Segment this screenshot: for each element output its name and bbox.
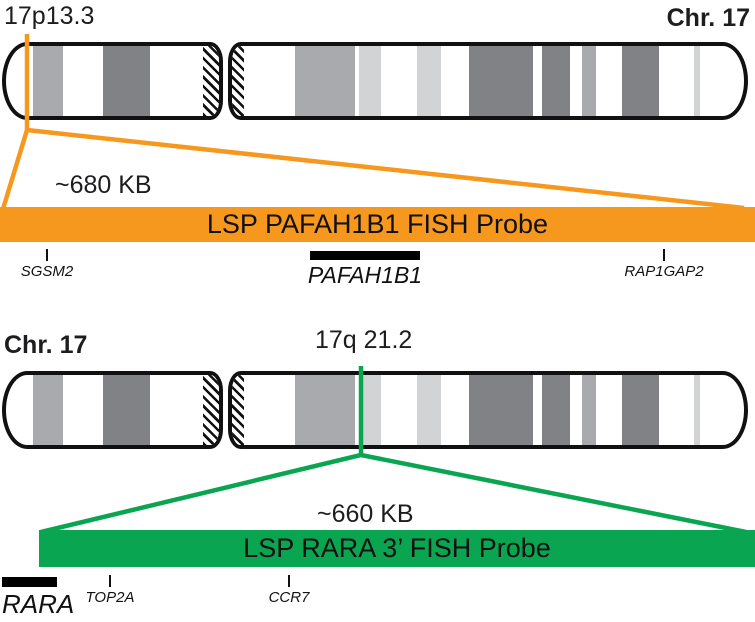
chromosome-band <box>33 375 63 445</box>
gene-tick-marker <box>287 575 291 587</box>
gene-name-top2a: TOP2A <box>85 589 135 606</box>
locus-label-17p13-3: 17p13.3 <box>4 2 95 30</box>
gene-extent-bar <box>310 251 420 260</box>
gene-tick-marker <box>108 575 112 587</box>
rara-probe-label: LSP RARA 3’ FISH Probe <box>243 533 551 563</box>
chromosome-band <box>622 46 659 116</box>
chromosome-band <box>103 375 150 445</box>
gene-extent-bar <box>2 577 57 587</box>
gene-name-ccr7: CCR7 <box>268 589 310 606</box>
chromosome-17-label-top: Chr. 17 <box>666 4 750 32</box>
gene-name-pafah1b1: PAFAH1B1 <box>307 262 423 288</box>
centromere-hatch-band <box>203 375 219 445</box>
chromosome-band <box>582 46 596 116</box>
gene-annotation-pafah1b1: PAFAH1B1 <box>295 251 435 287</box>
gene-name-rap1gap2: RAP1GAP2 <box>624 263 704 280</box>
chromosome-band <box>542 46 570 116</box>
probe-size-label-top: ~680 KB <box>55 171 152 199</box>
pafah1b1-probe-label: LSP PAFAH1B1 FISH Probe <box>206 209 549 239</box>
centromere-hatch-band <box>203 46 219 116</box>
chromosome-band <box>417 375 441 445</box>
chromosome-17-ideogram-top <box>2 42 748 120</box>
chromosome-band <box>359 375 381 445</box>
chromosome-q-arm <box>228 42 748 120</box>
chromosome-17-label-bottom: Chr. 17 <box>4 331 88 359</box>
chromosome-band <box>582 375 596 445</box>
gene-annotation-sgsm2: SGSM2 <box>7 249 87 279</box>
chromosome-band <box>469 46 533 116</box>
chromosome-band <box>359 46 381 116</box>
gene-tick-marker <box>45 249 49 261</box>
chromosome-band <box>622 375 659 445</box>
chromosome-q-arm <box>228 371 748 449</box>
chromosome-band <box>694 375 700 445</box>
chromosome-band <box>103 46 150 116</box>
chromosome-band <box>542 375 570 445</box>
chromosome-17-ideogram-bottom <box>2 371 748 449</box>
chromosome-band <box>295 375 355 445</box>
chromosome-band <box>33 46 63 116</box>
gene-annotation-rara: RARA <box>2 577 92 617</box>
gene-annotation-rap1gap2: RAP1GAP2 <box>624 249 704 279</box>
gene-annotation-top2a: TOP2A <box>70 575 150 605</box>
centromere-hatch-band <box>232 375 244 445</box>
gene-tick-marker <box>662 249 666 261</box>
rara-probe-region-bar: LSP RARA 3’ FISH Probe <box>39 530 755 567</box>
gene-annotation-ccr7: CCR7 <box>249 575 329 605</box>
chromosome-p-arm <box>2 371 223 449</box>
pafah1b1-probe-region-bar: LSP PAFAH1B1 FISH Probe <box>0 207 755 242</box>
chromosome-band <box>469 375 533 445</box>
gene-name-sgsm2: SGSM2 <box>20 263 74 280</box>
chromosome-band <box>295 46 355 116</box>
centromere-hatch-band <box>232 46 244 116</box>
chromosome-p-arm <box>2 42 223 120</box>
probe-size-label-bottom: ~660 KB <box>317 500 414 528</box>
gene-name-rara: RARA <box>2 589 75 619</box>
locus-label-17q21-2: 17q 21.2 <box>315 326 413 354</box>
chromosome-band <box>417 46 441 116</box>
chromosome-band <box>694 46 700 116</box>
